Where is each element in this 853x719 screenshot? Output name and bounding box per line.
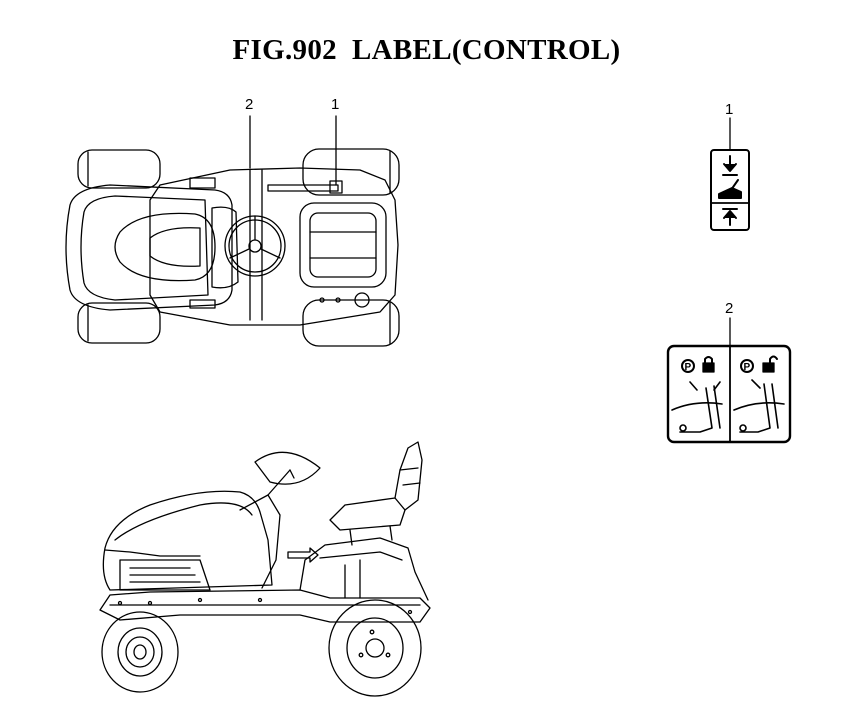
lock-open-icon [762,355,778,373]
arrow-down-icon [722,155,738,176]
brake-pedal-icon [733,379,785,433]
figure-title: FIG.902 LABEL(CONTROL) [232,34,621,66]
parking-p-icon: P [681,359,695,373]
svg-text:P: P [744,362,751,373]
parking-p-icon: P [740,359,754,373]
callout-2-top: 2 [245,96,253,113]
svg-text:P: P [685,362,692,373]
brake-pedal-icon [671,381,723,433]
callout-1-decal: 1 [725,101,733,118]
arrow-up-icon [722,208,738,226]
decal-1-lift-control [710,117,750,231]
lever-icon [718,179,742,199]
callout-1-top: 1 [331,96,339,113]
lock-closed-icon [702,356,715,373]
tractor-side-view [99,441,431,697]
tractor-top-view [65,148,400,347]
decal-2-parking-brake: P P [666,317,792,444]
callout-2-decal: 2 [725,300,733,317]
